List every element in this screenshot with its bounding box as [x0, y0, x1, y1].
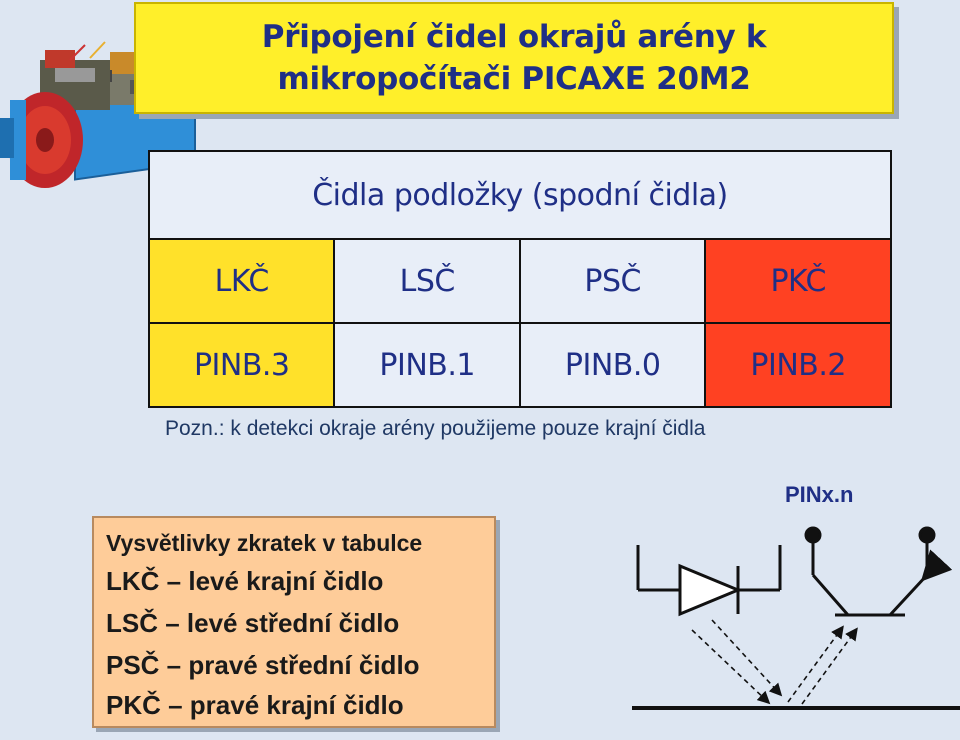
table-header-row: Čidla podložky (spodní čidla) — [148, 150, 892, 240]
note-text: Pozn.: k detekci okraje arény použijeme … — [165, 417, 706, 440]
sensor-pin-lkc: PINB.3 — [147, 322, 336, 408]
sensor-pin-pkc: PINB.2 — [704, 322, 892, 408]
table-header: Čidla podložky (spodní čidla) — [148, 150, 892, 240]
title-box: Připojení čidel okrajů arény k mikropočí… — [134, 2, 894, 114]
sensor-name-lkc: LKČ — [147, 238, 336, 324]
sensor-pin-psc: PINB.0 — [518, 322, 707, 408]
phototransistor-icon — [804, 526, 953, 617]
legend-item-psc: PSČ – pravé střední čidlo — [106, 650, 420, 680]
ir-led-icon — [636, 545, 782, 617]
sensor-pin-lsc: PINB.1 — [333, 322, 521, 408]
legend-title: Vysvětlivky zkratek v tabulce — [106, 530, 423, 556]
sensor-circuit-diagram: PINx.n — [632, 482, 960, 710]
sensor-name-lsc: LSČ — [333, 238, 521, 324]
table-row-pins: PINB.3 PINB.1 PINB.0 PINB.2 — [147, 322, 892, 408]
sensor-name-pkc: PKČ — [704, 238, 892, 324]
light-rays — [691, 619, 858, 705]
pin-label: PINx.n — [785, 482, 853, 507]
legend-box: Vysvětlivky zkratek v tabulce LKČ – levé… — [92, 516, 496, 728]
legend-item-pkc: PKČ – pravé krajní čidlo — [106, 690, 404, 720]
title-line-2: mikropočítači PICAXE 20M2 — [277, 61, 751, 97]
table-row-names: LKČ LSČ PSČ PKČ — [147, 238, 892, 324]
legend-item-lsc: LSČ – levé střední čidlo — [106, 608, 400, 638]
sensor-table: Čidla podložky (spodní čidla) LKČ LSČ PS… — [147, 150, 892, 408]
title-line-1: Připojení čidel okrajů arény k — [261, 19, 767, 55]
sensor-name-psc: PSČ — [518, 238, 707, 324]
legend-item-lkc: LKČ – levé krajní čidlo — [106, 566, 384, 596]
